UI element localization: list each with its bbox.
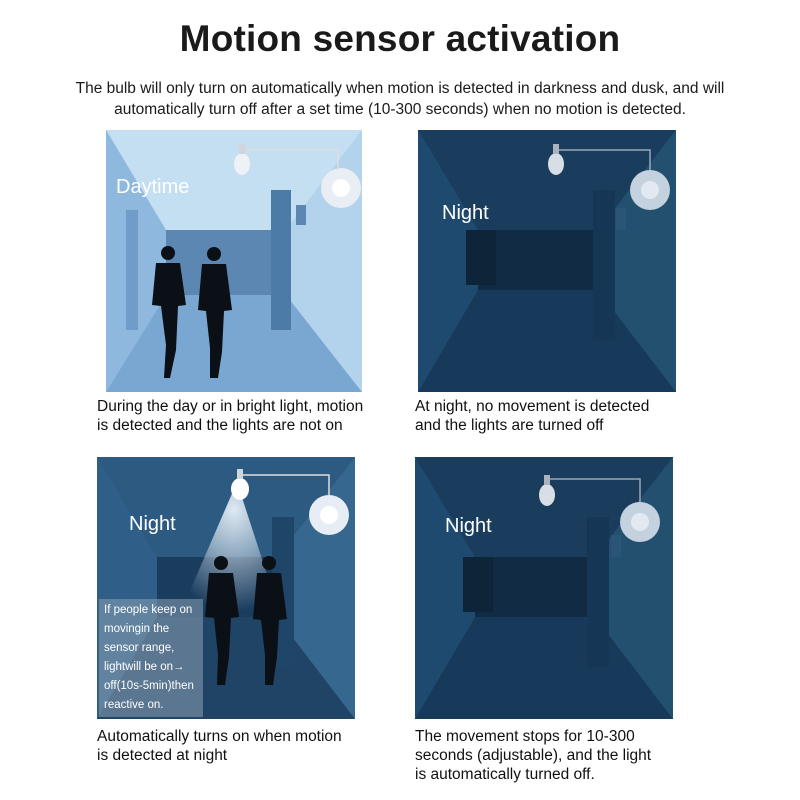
- note-line: movingin the: [104, 623, 170, 635]
- panel-daytime: Daytime: [106, 130, 362, 392]
- note-line: If people keep on: [104, 604, 193, 616]
- info-note-box: If people keep on movingin the sensor ra…: [99, 599, 203, 717]
- scene-label: Daytime: [116, 176, 190, 198]
- note-line: sensor range,: [104, 642, 175, 654]
- page-title: Motion sensor activation: [179, 18, 621, 59]
- panel-caption: At night, no movement is detected and th…: [415, 397, 649, 435]
- caption-line: and the lights are turned off: [415, 417, 604, 434]
- note-line: lightwill be on→: [104, 661, 185, 673]
- scene-label: Night: [129, 513, 176, 535]
- panel-caption: The movement stops for 10-300 seconds (a…: [415, 727, 651, 784]
- scene-label: Night: [442, 202, 489, 224]
- page-subtitle: The bulb will only turn on automatically…: [75, 80, 725, 118]
- caption-line: is detected and the lights are not on: [97, 417, 343, 434]
- panel-caption: During the day or in bright light, motio…: [97, 397, 363, 435]
- caption-line: The movement stops for 10-300: [415, 728, 635, 745]
- note-line: reactive on.: [104, 699, 164, 711]
- scene-label: Night: [445, 515, 492, 537]
- night-corridor-illustration: [415, 457, 673, 719]
- panel-night-idle: Night: [418, 130, 676, 392]
- caption-line: During the day or in bright light, motio…: [97, 398, 364, 415]
- caption-line: At night, no movement is detected: [415, 398, 650, 415]
- panel-night-off: Night: [415, 457, 673, 719]
- panel-caption: Automatically turns on when motion is de…: [97, 727, 342, 765]
- night-corridor-illustration: [418, 130, 676, 392]
- panel-night-active: Night If people keep on movingin the sen…: [97, 457, 355, 719]
- walking-people-silhouettes: [152, 246, 232, 378]
- caption-line: is detected at night: [97, 747, 228, 764]
- caption-line: Automatically turns on when motion: [97, 728, 342, 745]
- walking-people-silhouettes: [205, 556, 287, 685]
- daytime-corridor-illustration: [106, 130, 362, 392]
- caption-line: is automatically turned off.: [415, 766, 595, 783]
- caption-line: seconds (adjustable), and the light: [415, 747, 652, 764]
- note-line: off(10s-5min)then: [104, 680, 194, 692]
